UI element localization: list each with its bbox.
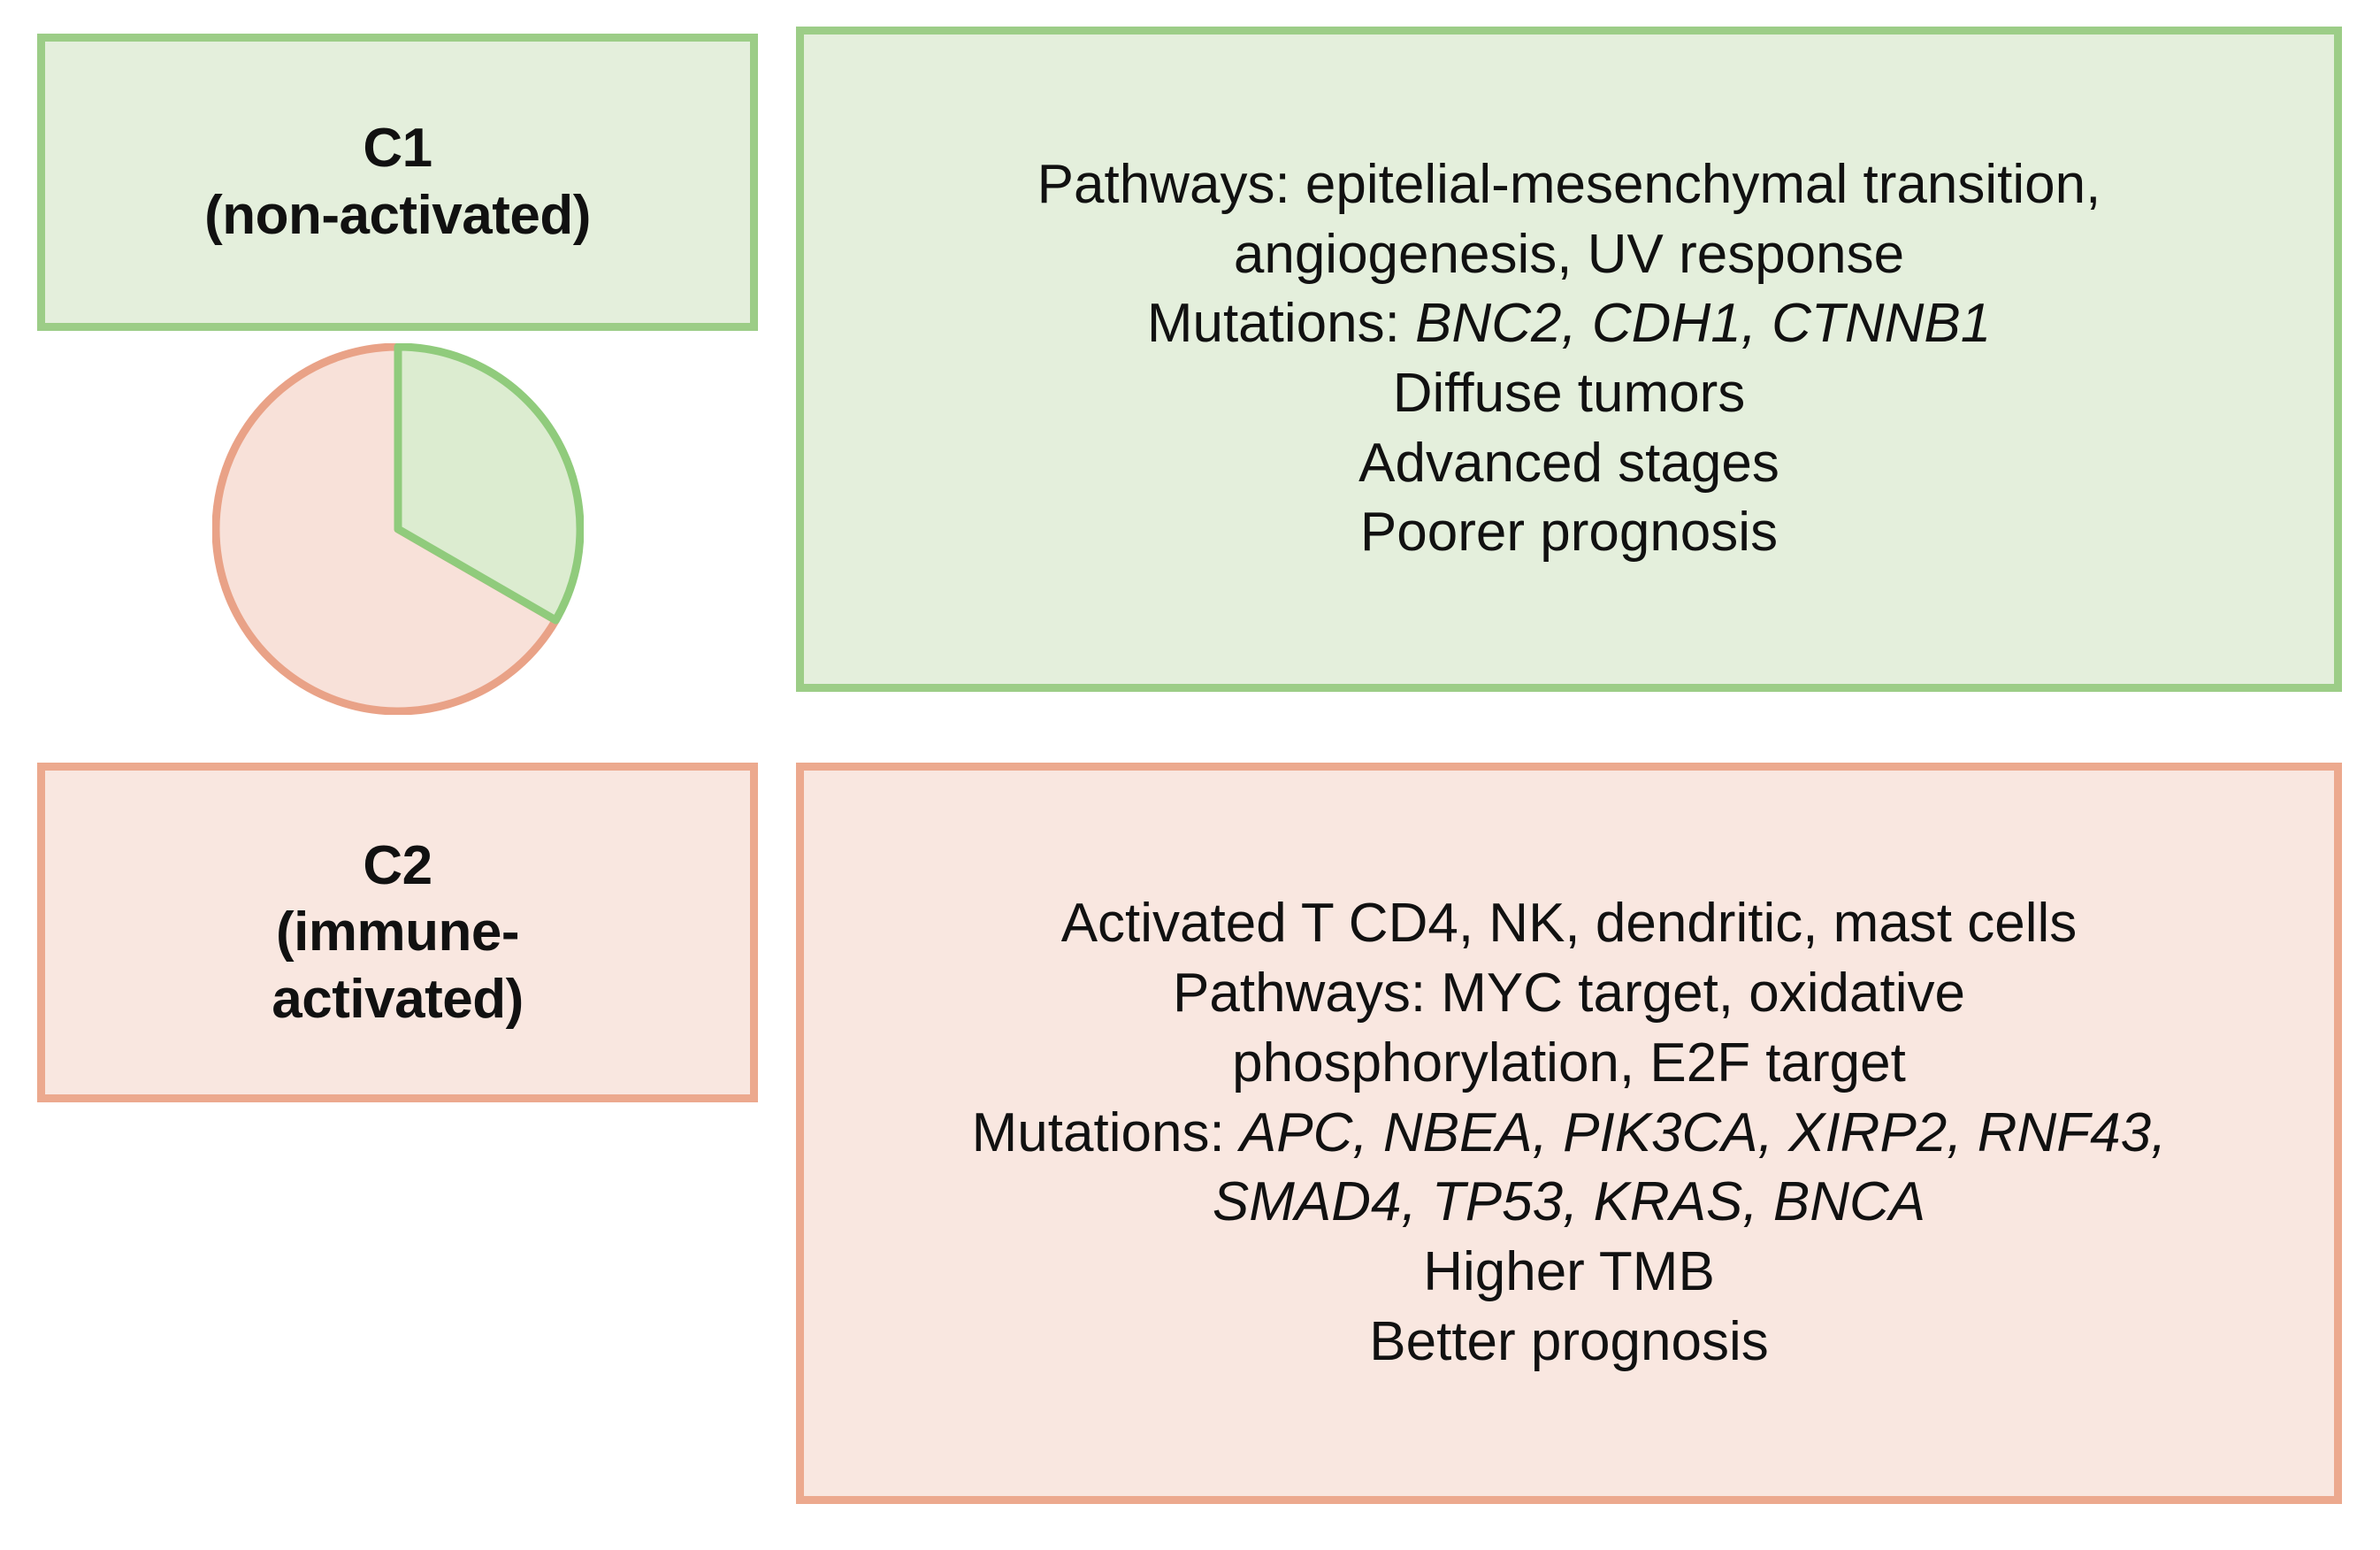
cluster-c2-qualifier-line-1: (immune- (275, 902, 520, 963)
c1-pathways-line-1: Pathways: epitelial-mesenchymal transiti… (1037, 153, 2101, 215)
c2-mutations-prefix: Mutations: (971, 1101, 1240, 1163)
cluster-c1-content-box: Pathways: epitelial-mesenchymal transiti… (796, 27, 2342, 692)
cluster-c2-qualifier-line-2: activated) (272, 968, 524, 1030)
c2-mutations-genes-2: SMAD4, TP53, KRAS, BNCA (1212, 1171, 1926, 1233)
c1-stage: Advanced stages (1358, 432, 1779, 494)
c1-mutations-prefix: Mutations: (1146, 293, 1416, 355)
cluster-c1-content-lines: Pathways: epitelial-mesenchymal transiti… (804, 150, 2334, 568)
cluster-c1-qualifier: (non-activated) (204, 185, 591, 246)
cluster-c2-content-lines: Activated T CD4, NK, dendritic, mast cel… (804, 889, 2334, 1377)
cluster-c1-label-lines: C1 (non-activated) (188, 115, 607, 249)
cluster-c2-content-box: Activated T CD4, NK, dendritic, mast cel… (796, 763, 2342, 1504)
c2-pathways-line-2: phosphorylation, E2F target (1232, 1032, 1906, 1093)
c1-mutations-genes: BNC2, CDH1, CTNNB1 (1415, 293, 1992, 355)
c1-pathways-line-2: angiogenesis, UV response (1233, 223, 1905, 285)
cluster-c2-name: C2 (363, 834, 432, 896)
c2-mutations-line-1: Mutations: APC, NBEA, PIK3CA, XIRP2, RNF… (827, 1099, 2311, 1169)
c2-mutations-genes-1: APC, NBEA, PIK3CA, XIRP2, RNF43, (1239, 1101, 2167, 1163)
c2-pathways-line-1: Pathways: MYC target, oxidative (1173, 963, 1965, 1024)
cluster-proportion-pie-chart (212, 343, 584, 715)
c1-tumor-type: Diffuse tumors (1392, 363, 1746, 424)
cluster-c1-label-box: C1 (non-activated) (37, 34, 758, 331)
pie-chart-svg (212, 343, 584, 715)
cluster-c1-name: C1 (363, 118, 432, 180)
c2-tmb: Higher TMB (1423, 1241, 1715, 1303)
c2-immune-cells: Activated T CD4, NK, dendritic, mast cel… (1060, 893, 2078, 955)
c2-prognosis: Better prognosis (1369, 1310, 1769, 1372)
cluster-c2-label-box: C2 (immune- activated) (37, 763, 758, 1102)
pie-slice-c2 (212, 343, 560, 715)
pie-slice-c1 (394, 343, 584, 625)
cluster-c2-label-lines: C2 (immune- activated) (256, 833, 539, 1033)
c1-prognosis: Poorer prognosis (1359, 502, 1779, 564)
c1-mutations-line: Mutations: BNC2, CDH1, CTNNB1 (827, 289, 2311, 359)
